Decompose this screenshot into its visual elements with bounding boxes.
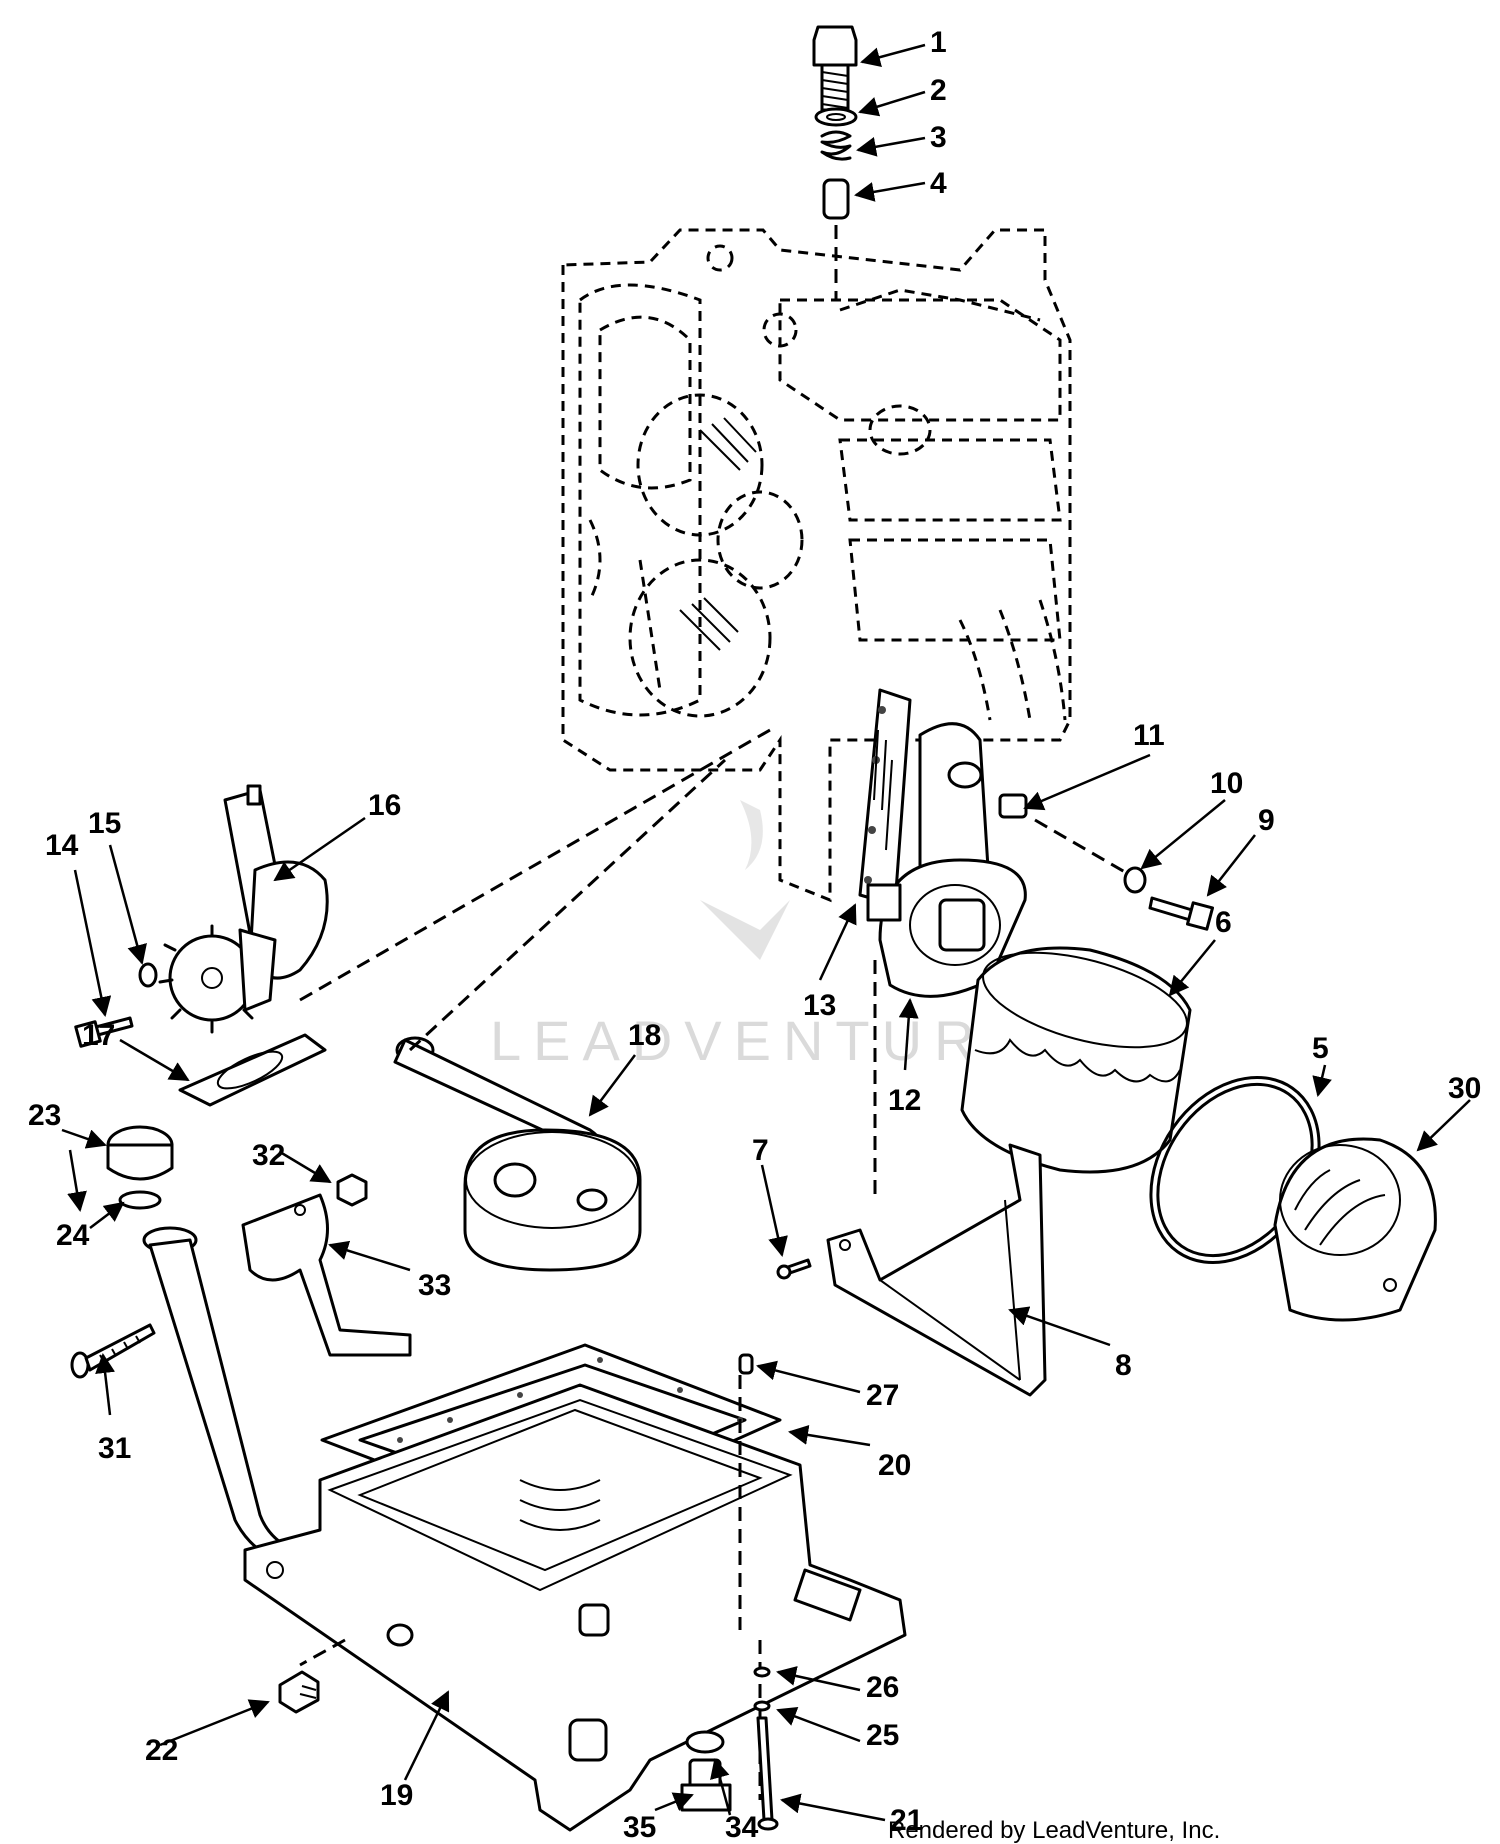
callout-35: 35 <box>623 1811 656 1844</box>
relief-valve-plug <box>812 25 858 112</box>
callout-22: 22 <box>145 1734 178 1767</box>
callout-13: 13 <box>803 989 836 1022</box>
pan-plug <box>278 1670 320 1714</box>
clip-nut <box>336 1173 368 1207</box>
callout-27: 27 <box>866 1379 899 1412</box>
leader-lines <box>61 43 1471 1822</box>
callout-numbers: 1 2 3 4 5 6 7 8 9 10 11 12 13 14 15 16 1… <box>28 26 1481 1844</box>
callout-21: 21 <box>890 1804 923 1837</box>
pump-washer <box>138 962 158 988</box>
callout-31: 31 <box>98 1432 131 1465</box>
dowel-pin <box>738 1353 754 1375</box>
callout-18: 18 <box>628 1019 661 1052</box>
callout-32: 32 <box>252 1139 285 1172</box>
callout-1: 1 <box>930 26 947 59</box>
callout-19: 19 <box>380 1779 413 1812</box>
tube-clip <box>241 1193 412 1357</box>
relief-valve-spring <box>820 130 852 161</box>
callout-26: 26 <box>866 1671 899 1704</box>
drain-washer <box>685 1730 725 1754</box>
callout-9: 9 <box>1258 804 1275 837</box>
clip-screw <box>70 1323 156 1379</box>
adapter-fitting <box>998 793 1028 819</box>
callout-7: 7 <box>752 1134 769 1167</box>
callout-14: 14 <box>45 829 79 862</box>
callout-33: 33 <box>418 1269 451 1302</box>
filter-bracket <box>826 1143 1047 1397</box>
bracket-screw <box>776 1258 812 1280</box>
drain-plug <box>680 1758 732 1812</box>
callout-30: 30 <box>1448 1072 1481 1105</box>
callout-15: 15 <box>88 807 121 840</box>
oil-pickup <box>393 1036 642 1272</box>
callout-12: 12 <box>888 1084 921 1117</box>
callout-8: 8 <box>1115 1349 1132 1382</box>
filter-head-plate <box>866 858 1027 998</box>
callout-3: 3 <box>930 121 947 154</box>
engine-block-outline <box>561 228 1072 903</box>
render-credit: Rendered by LeadVenture, Inc. <box>888 1817 1220 1844</box>
dipstick-ring <box>118 1190 162 1210</box>
callout-17: 17 <box>82 1019 115 1052</box>
callout-6: 6 <box>1215 906 1232 939</box>
filter-adapter-gasket <box>858 688 912 907</box>
callout-5: 5 <box>1312 1032 1329 1065</box>
pump-gasket <box>178 1033 327 1107</box>
oil-pump <box>158 784 329 1034</box>
oil-pan <box>243 1383 907 1832</box>
callout-16: 16 <box>368 789 401 822</box>
callout-4: 4 <box>930 167 947 200</box>
callout-10: 10 <box>1210 767 1243 800</box>
callout-24: 24 <box>56 1219 90 1252</box>
pan-bolt <box>756 1716 779 1831</box>
callout-34: 34 <box>725 1811 759 1844</box>
bracket-washer <box>1123 866 1147 894</box>
dipstick-tube <box>142 1226 337 1572</box>
dipstick-cap <box>106 1125 174 1181</box>
oil-filter <box>960 946 1192 1174</box>
callout-11: 11 <box>1133 719 1165 752</box>
watermark-text: LEADVENTURE <box>490 1009 1036 1072</box>
callout-23: 23 <box>28 1099 61 1132</box>
callout-25: 25 <box>866 1719 899 1752</box>
callout-2: 2 <box>930 74 947 107</box>
pump-bolt <box>74 1016 134 1048</box>
watermark: LEADVENTURE <box>490 800 1036 1072</box>
filter-cap <box>1273 1137 1437 1322</box>
pan-washer-upper <box>753 1666 771 1678</box>
relief-valve-washer <box>814 107 858 127</box>
bracket-bolt <box>1148 896 1215 931</box>
callout-20: 20 <box>878 1449 911 1482</box>
relief-valve-plunger <box>822 178 850 220</box>
pan-washer-lower <box>753 1700 771 1712</box>
